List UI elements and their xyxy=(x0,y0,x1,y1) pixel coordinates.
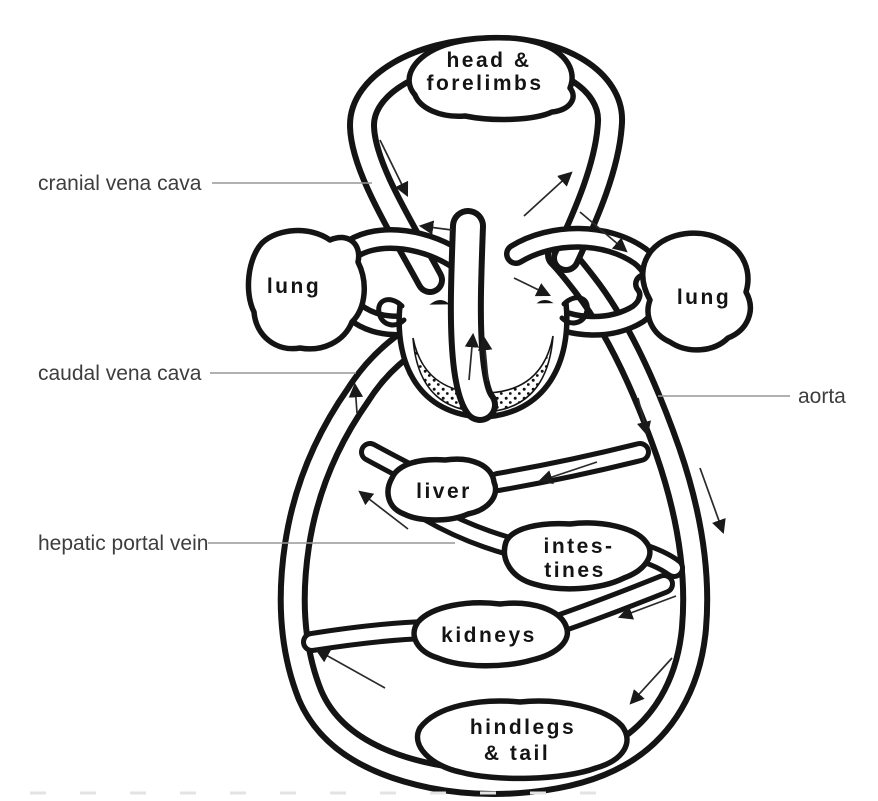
flow-arrows xyxy=(315,139,726,705)
liver-blob xyxy=(385,456,499,523)
label-lung-right: lung xyxy=(677,286,731,309)
flow-arrow-hepatic-return xyxy=(358,490,409,530)
label-liver: liver xyxy=(416,480,472,503)
label-cranial-vena-cava: cranial vena cava xyxy=(38,172,202,195)
left-lung-blob xyxy=(245,227,367,352)
label-intestines-line2: tines xyxy=(544,559,606,582)
label-hindlegs-line2: & tail xyxy=(484,742,550,765)
label-aorta: aorta xyxy=(798,385,846,408)
flow-arrow-aorta-exit xyxy=(513,277,551,297)
flow-arrow-aorta-descending xyxy=(637,397,652,437)
flow-arrow-caudal-up xyxy=(348,382,364,414)
flow-arrow-to-heart-left xyxy=(418,220,453,235)
flow-arrow-heart-up-1 xyxy=(464,332,480,381)
label-hindlegs-line1: hindlegs xyxy=(470,716,576,739)
label-kidneys: kidneys xyxy=(441,624,537,647)
flow-arrow-to-head-up xyxy=(523,171,573,217)
flow-arrow-to-kidneys xyxy=(617,595,677,620)
flow-arrow-to-liver xyxy=(537,461,598,484)
right-lung-blob xyxy=(640,230,753,353)
flow-arrow-to-right-lung xyxy=(579,211,628,253)
label-caudal-vena-cava: caudal vena cava xyxy=(38,362,202,385)
label-lung-left: lung xyxy=(267,275,321,298)
label-head-forelimbs-line1: head & xyxy=(446,49,531,72)
kidneys-blob xyxy=(411,600,571,669)
label-intestines-line1: intes- xyxy=(543,535,614,558)
flow-arrow-to-hindlegs xyxy=(629,657,673,705)
hindlegs-tail-blob xyxy=(415,698,630,782)
flow-arrow-heart-up-2 xyxy=(477,335,493,382)
heart-left-atrium-hook xyxy=(376,297,407,328)
heart-right-atrium-hook xyxy=(559,295,590,326)
cardiac-inflow-vessel xyxy=(466,226,480,405)
flow-arrow-cranial-down xyxy=(379,139,409,197)
label-hepatic-portal-vein: hepatic portal vein xyxy=(38,532,208,555)
head-forelimbs-blob xyxy=(406,34,576,123)
label-head-forelimbs-line2: forelimbs xyxy=(426,72,543,95)
celiac-artery-vessel xyxy=(498,452,640,482)
intestines-blob xyxy=(501,520,653,592)
renal-vein-vessel xyxy=(312,630,428,642)
flow-arrow-renal-return xyxy=(315,648,386,689)
flow-arrow-aorta-outside xyxy=(699,467,726,535)
